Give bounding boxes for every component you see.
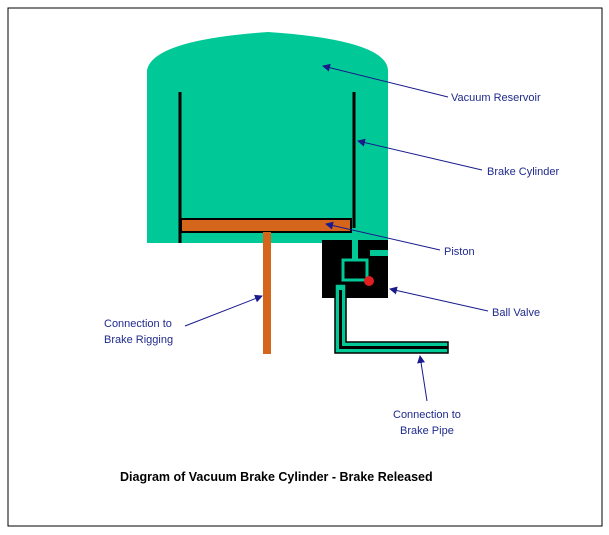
ball-valve-chamber xyxy=(341,258,369,282)
diagram-caption: Diagram of Vacuum Brake Cylinder - Brake… xyxy=(120,470,433,484)
leader-vacuum-reservoir xyxy=(322,63,449,98)
label-piston: Piston xyxy=(444,246,475,258)
ball-valve-channel-right xyxy=(370,250,388,256)
frame-border xyxy=(7,7,603,527)
label-vacuum-reservoir: Vacuum Reservoir xyxy=(451,92,541,104)
label-brake-pipe-line1: Connection to xyxy=(393,409,461,421)
brake-pipe-inner xyxy=(339,290,342,348)
ball-valve-ball xyxy=(364,276,374,286)
label-brake-pipe-line2: Brake Pipe xyxy=(400,425,454,437)
leader-brake-cylinder xyxy=(357,138,483,171)
piston-rod xyxy=(263,232,271,354)
brake-pipe-inner-h xyxy=(339,346,448,349)
piston-head xyxy=(180,218,352,233)
leader-piston xyxy=(325,221,441,251)
leader-ball-valve xyxy=(389,286,489,312)
leader-brake-pipe xyxy=(417,355,428,402)
reservoir-body xyxy=(147,32,388,243)
label-ball-valve: Ball Valve xyxy=(492,307,540,319)
leader-brake-rigging xyxy=(184,294,263,327)
label-brake-rigging-line1: Connection to xyxy=(104,318,172,330)
ball-valve-channel-top xyxy=(352,240,358,260)
label-brake-rigging-line2: Brake Rigging xyxy=(104,334,173,346)
label-brake-cylinder: Brake Cylinder xyxy=(487,166,559,178)
